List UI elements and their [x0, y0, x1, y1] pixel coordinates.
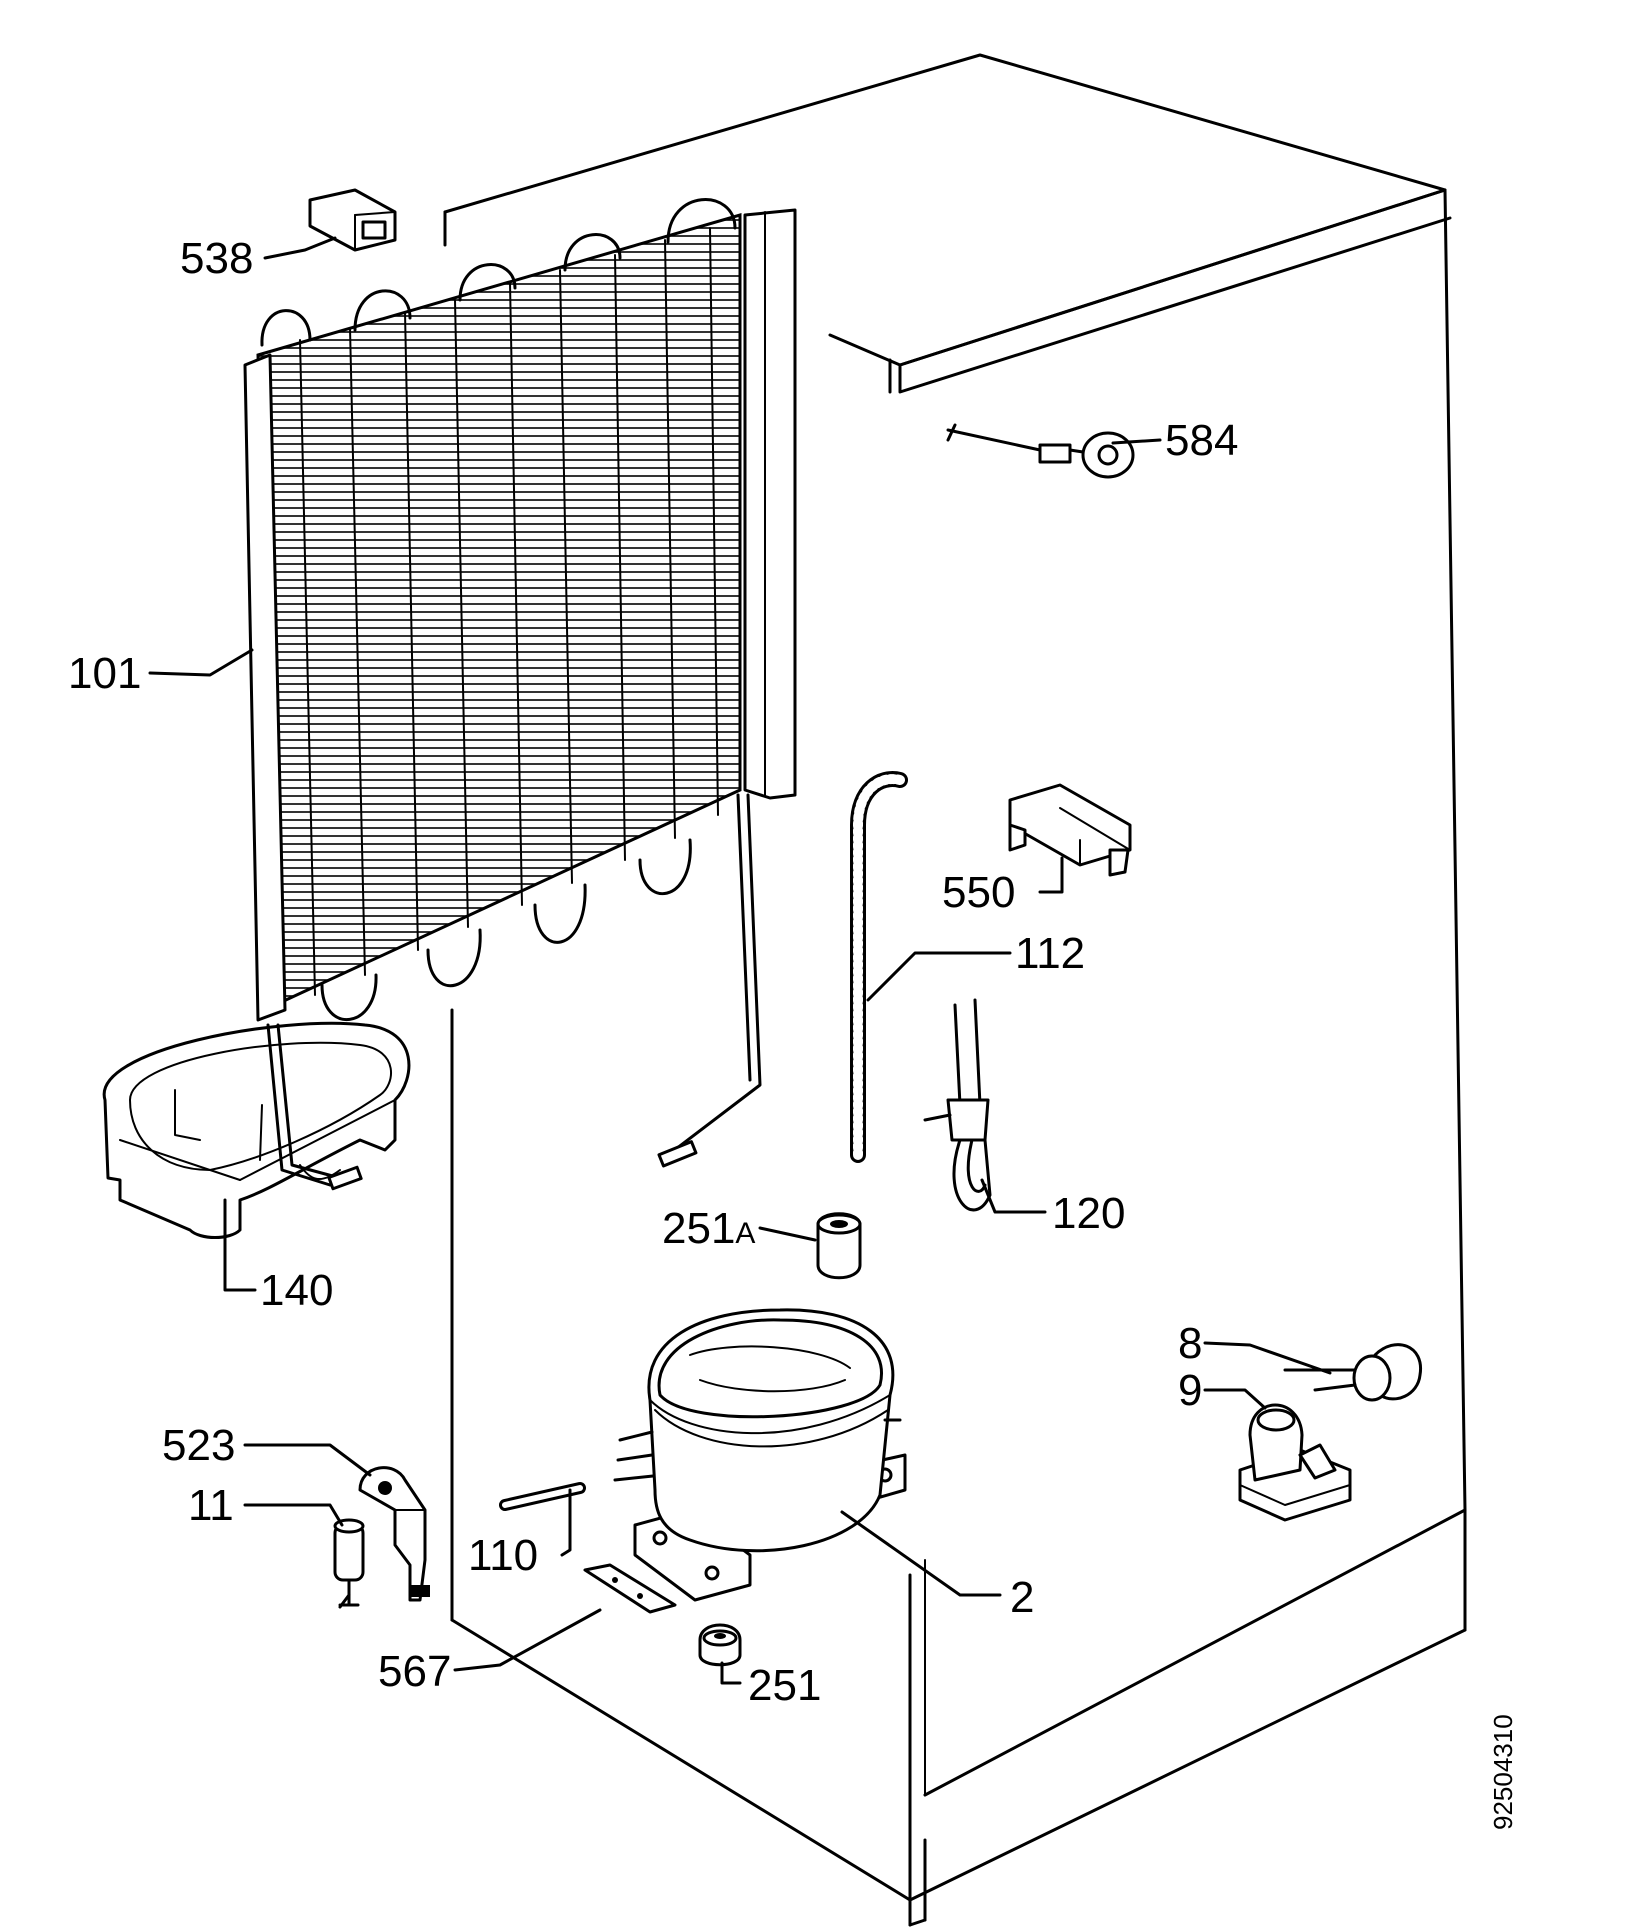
condenser — [243, 198, 797, 1168]
capacitor-11 — [333, 1518, 365, 1609]
callout-538: 538 — [180, 234, 253, 283]
leader-lines — [148, 236, 1332, 1685]
callout-140: 140 — [260, 1266, 333, 1315]
grommet-251a — [816, 1212, 862, 1280]
callout-550: 550 — [942, 868, 1015, 917]
drip-tray — [102, 1021, 411, 1239]
callout-523: 523 — [162, 1421, 235, 1470]
mounting-bracket — [1008, 783, 1132, 877]
mounting-plate — [583, 1563, 677, 1614]
pipe-110 — [499, 1482, 586, 1511]
compressor — [613, 1308, 907, 1602]
callout-9: 9 — [1178, 1366, 1202, 1415]
callout-251a-number: 251 — [662, 1204, 735, 1253]
callout-8: 8 — [1178, 1319, 1202, 1368]
cable-holder — [308, 188, 397, 252]
callout-567: 567 — [378, 1647, 451, 1696]
callout-251a: 251A — [662, 1204, 755, 1253]
callout-110: 110 — [468, 1531, 538, 1580]
callout-251a-suffix: A — [735, 1217, 755, 1250]
callout-2: 2 — [1010, 1573, 1034, 1622]
callout-11: 11 — [188, 1481, 234, 1530]
callout-labels: 538 584 101 550 112 120 251A 140 8 9 523… — [68, 234, 1238, 1710]
callout-584: 584 — [1165, 416, 1238, 465]
callout-101: 101 — [68, 649, 141, 698]
drain-hose — [850, 771, 908, 1163]
callout-112: 112 — [1015, 929, 1085, 978]
refrigerator-cabinet — [443, 53, 1467, 1927]
thermostat-housing — [1238, 1403, 1352, 1522]
sensor-probe — [946, 423, 1135, 479]
grommet-251 — [698, 1623, 742, 1667]
heater-element — [923, 998, 992, 1212]
thermostat-knob — [1283, 1343, 1422, 1402]
callout-120: 120 — [1052, 1189, 1125, 1238]
callout-251: 251 — [748, 1661, 821, 1710]
drawing-code: 92504310 — [1488, 1714, 1518, 1830]
relay-523 — [358, 1466, 430, 1602]
